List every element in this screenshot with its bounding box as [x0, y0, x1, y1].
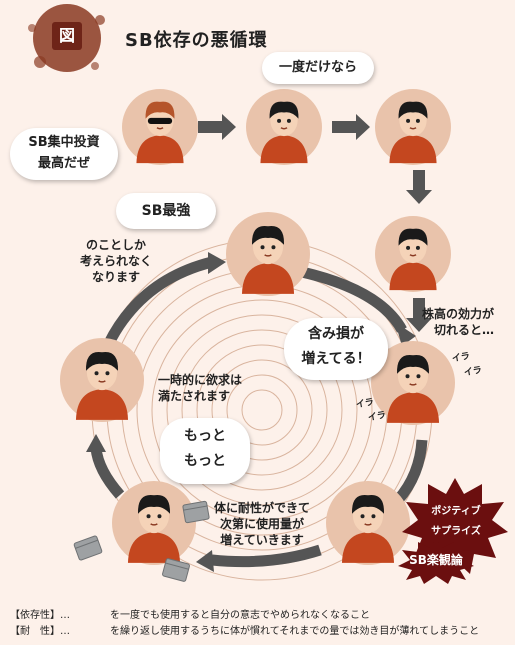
arrow-icon — [406, 170, 432, 204]
drug-packet-icon — [182, 500, 210, 524]
person-icon — [260, 101, 308, 164]
speech-bubble-just-once: 一度だけなら — [262, 52, 374, 84]
drug-packet-icon — [73, 535, 103, 561]
legend-term: 【耐 性】… — [10, 626, 70, 637]
arrow-icon — [103, 256, 214, 348]
label-satisfied: 一時的に欲求は 満たされます — [158, 372, 242, 404]
label-tolerance: 体に耐性ができて 次第に使用量が 増えていきます — [214, 500, 310, 549]
label-line: 体に耐性ができて — [214, 501, 311, 515]
label-kabudaka: 株高の効力が 切れると… — [420, 306, 494, 338]
drug-packet-icon — [162, 558, 190, 582]
arrow-icon — [198, 114, 236, 140]
person-icon — [241, 226, 295, 294]
legend-desc: を一度でも使用すると自分の意志でやめられなくなること — [110, 610, 370, 621]
arrow-icon — [393, 439, 428, 504]
bubble-text: 一度だけなら — [278, 60, 357, 75]
starburst-text: ポジティブ サプライズ — [420, 502, 492, 542]
diagram-title: SB依存の悪循環 — [125, 30, 268, 51]
cycle-arrows — [90, 256, 428, 568]
person-icon — [341, 495, 395, 563]
legend-row: 【耐 性】… を繰り返し使用するうちに体が慣れてそれまでの量では効き目が薄れてしま… — [10, 622, 479, 637]
person-icon — [75, 352, 129, 420]
person-optimist — [326, 481, 410, 565]
label-line: なります — [92, 270, 141, 285]
speech-bubble-more-more: もっと もっと — [160, 418, 250, 484]
label-line: 次第に使用量が — [220, 517, 305, 532]
person-investor — [122, 89, 198, 165]
arrow-icon — [211, 544, 322, 568]
starburst-line: ポジティブ — [431, 506, 481, 517]
bubble-text: もっと — [184, 453, 226, 469]
starburst-line: サプライズ — [431, 526, 481, 537]
person-holding-shirt — [375, 89, 451, 165]
bubble-text: 含み損が — [308, 326, 364, 342]
person-icon — [386, 355, 440, 423]
person-shocked — [375, 216, 451, 292]
label-line: 株高の効力が — [422, 307, 495, 321]
sb-optimism-label: SB楽観論 — [409, 553, 463, 567]
bubble-text: SB最強 — [141, 203, 191, 219]
label-line: 一時的に欲求は — [158, 373, 243, 387]
speech-bubble-unrealized-loss: 含み損が 増えてる！ — [284, 318, 388, 380]
person-icon — [389, 228, 437, 291]
label-line: 考えられなく — [80, 254, 153, 269]
label-line: 切れると… — [434, 323, 495, 338]
label-line: 満たされます — [158, 389, 231, 404]
figure-badge: 図 — [52, 22, 82, 50]
speech-bubble-sb-strongest: SB最強 — [116, 193, 216, 229]
person-sb-obsessed — [226, 212, 310, 296]
bubble-text: 増えてる！ — [301, 351, 371, 367]
arrow-icon — [300, 266, 407, 333]
legend-desc: を繰り返し使用するうちに体が慣れてそれまでの量では効き目が薄れてしまうこと — [110, 626, 480, 637]
speech-bubble-sb-investment: SB集中投資 最高だぜ — [10, 128, 118, 180]
starburst-small-icon — [398, 538, 474, 584]
bubble-text: 最高だぜ — [37, 156, 90, 171]
bubble-text: SB集中投資 — [28, 135, 100, 150]
person-wanting-more — [112, 481, 196, 565]
arrow-icon — [406, 298, 432, 332]
person-icon — [136, 101, 184, 164]
person-satisfied — [60, 338, 144, 422]
label-line: 増えていきます — [220, 533, 304, 548]
label-cant-think: のことしか 考えられなく なります — [80, 237, 152, 286]
person-just-once — [246, 89, 322, 165]
person-irritated — [371, 341, 455, 425]
straight-arrows — [198, 114, 432, 332]
person-icon — [127, 495, 181, 563]
legend-row: 【依存性】… を一度でも使用すると自分の意志でやめられなくなること — [10, 606, 370, 621]
bubble-text: もっと — [184, 428, 226, 444]
person-icon — [389, 101, 437, 164]
arrow-icon — [332, 114, 370, 140]
label-line: のことしか — [86, 238, 147, 252]
legend-term: 【依存性】… — [10, 610, 70, 621]
